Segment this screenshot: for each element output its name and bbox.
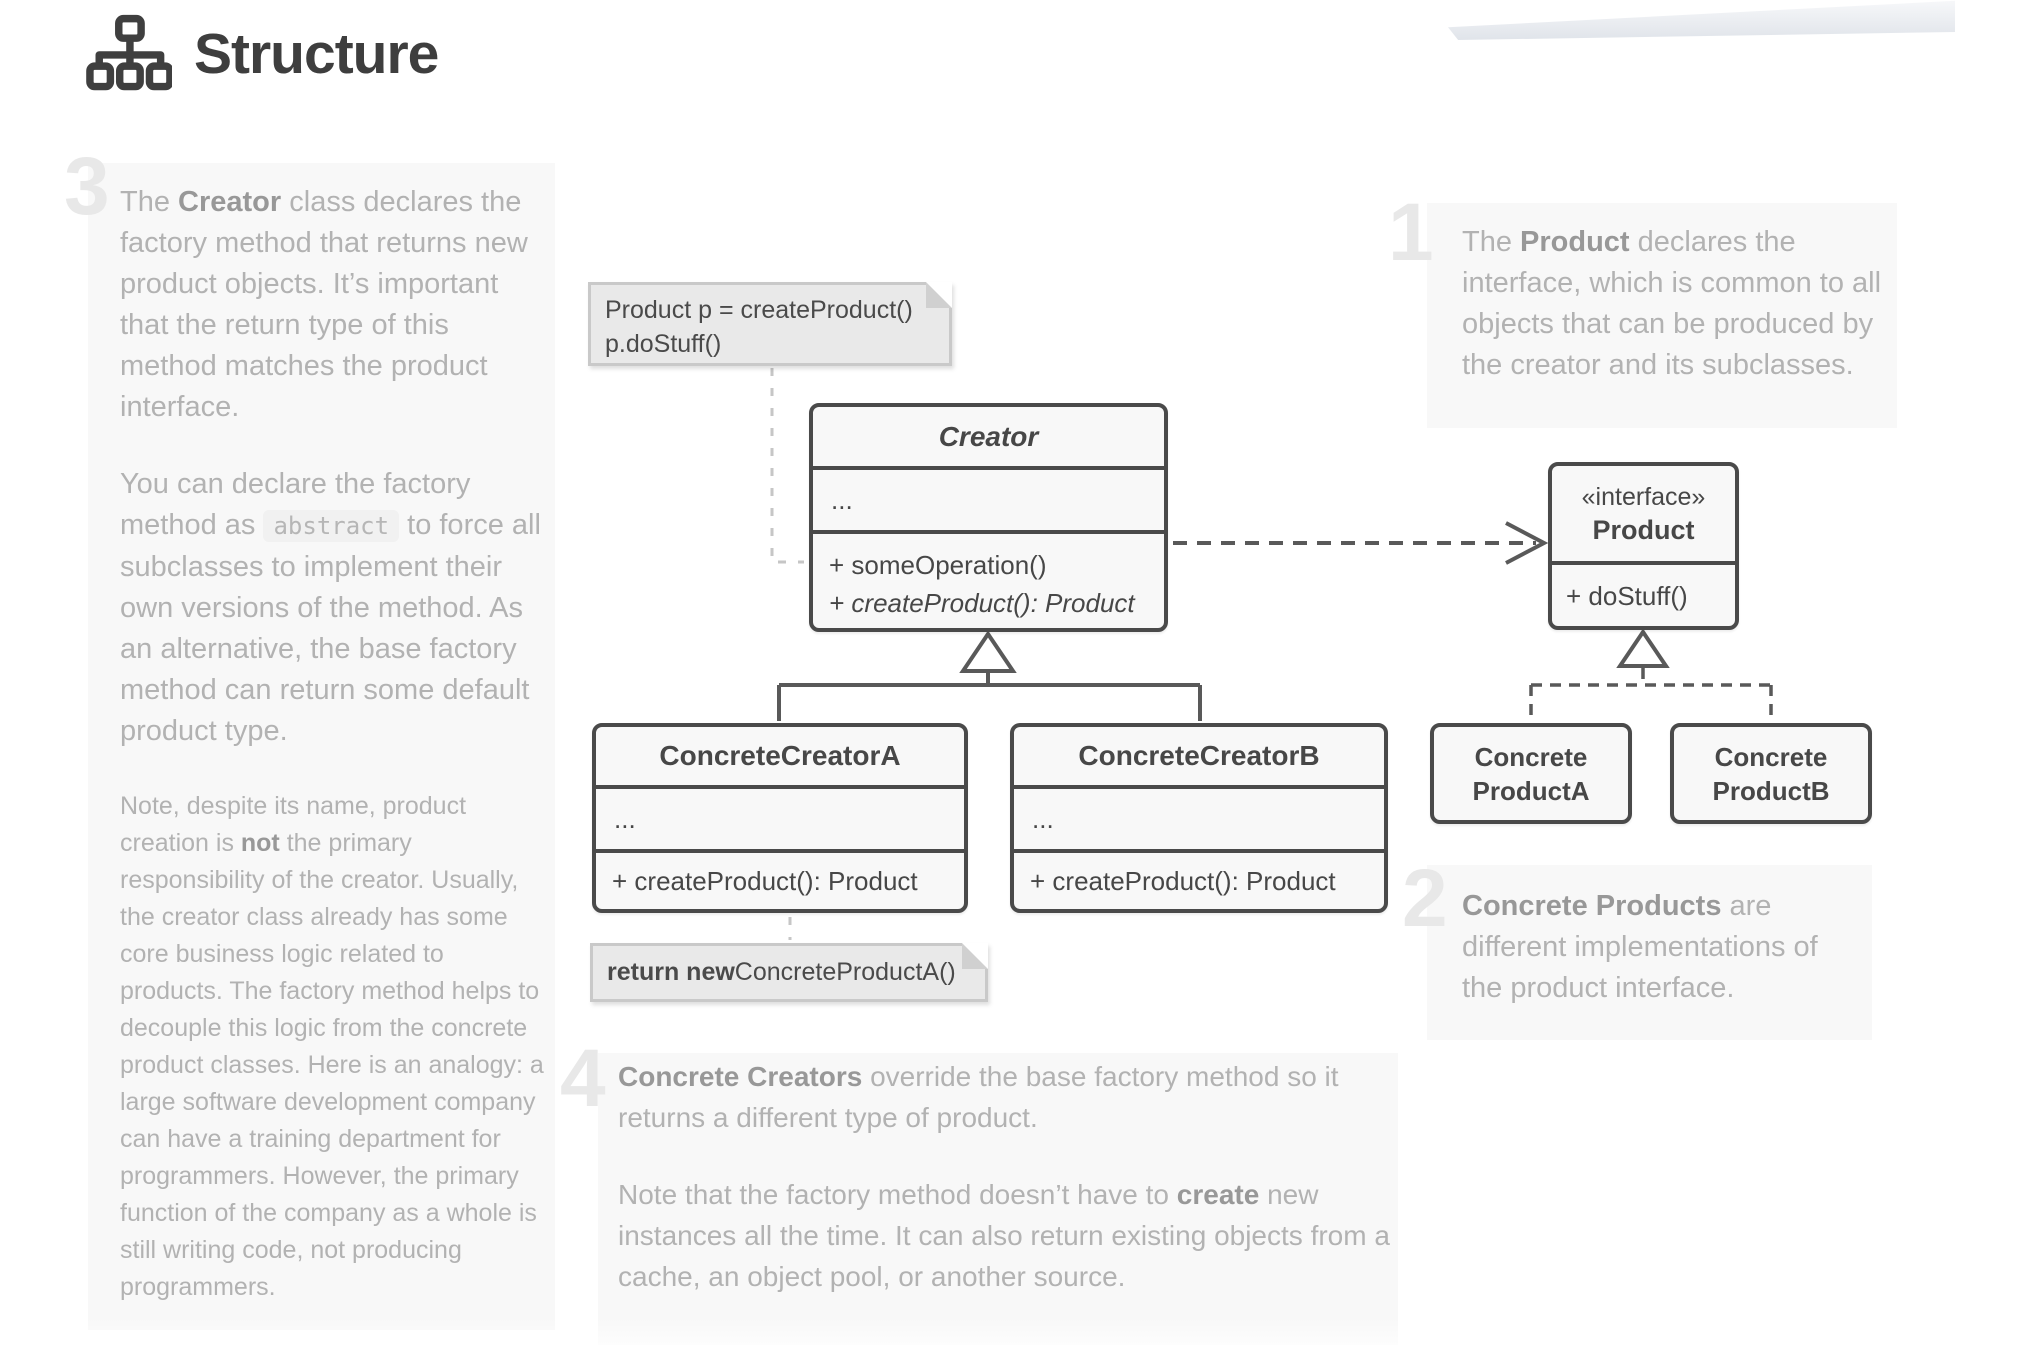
uml-class-concrete-product-a: Concrete ProductA [1430,723,1632,824]
annotation-number-3: 3 [64,141,110,232]
concrete-creator-a-fields: ... [596,785,964,849]
return-code-note: return new ConcreteProductA() [590,943,988,1002]
annotation-number-4: 4 [560,1033,606,1124]
creator-method-someoperation: + someOperation() [829,550,1047,580]
concrete-product-b-line1: Concrete [1714,741,1828,772]
product-title: «interface» Product [1552,466,1735,561]
annotation-text-concrete-creators: Concrete Creators override the base fact… [618,1061,1390,1292]
annotation-text-creator: The Creator class declares the factory m… [120,186,544,1301]
section-header: Structure [86,14,439,94]
creator-product-dependency-arrow [1173,521,1549,565]
bottom-fade [0,1317,2020,1372]
annotation-text-concrete-products: Concrete Products are different implemen… [1462,890,1818,1004]
creator-methods: + someOperation() + createProduct(): Pro… [813,530,1164,628]
concrete-creator-a-name: ConcreteCreatorA [659,740,901,771]
annotation-number-1: 1 [1388,187,1434,278]
uml-class-concrete-creator-b: ConcreteCreatorB ... + createProduct(): … [1010,723,1388,913]
product-method-dostuff: + doStuff() [1552,561,1735,626]
client-code-line-2: p.doStuff() [605,330,722,358]
concrete-creator-b-name: ConcreteCreatorB [1078,740,1320,771]
annotation-number-2: 2 [1402,853,1448,944]
uml-interface-product: «interface» Product + doStuff() [1548,462,1739,630]
uml-class-concrete-product-b: Concrete ProductB [1670,723,1872,824]
creator-class-name: Creator [938,420,1039,452]
creator-fields: ... [813,466,1164,530]
return-expression: ConcreteProductA() [734,958,956,986]
annotation-panel-4 [598,1053,1398,1345]
creator-method-createproduct: + createProduct(): Product [829,588,1135,618]
concrete-creator-b-method: + createProduct(): Product [1014,849,1384,909]
concrete-product-a-line1: Concrete [1474,741,1588,772]
creator-inheritance-connector [777,630,1202,721]
annotation-text-product: The Product declares the interface, whic… [1462,226,1882,381]
client-code-line-1: Product p = createProduct() [605,296,913,324]
product-realization-connector [1529,628,1773,721]
annotation-panel-1 [1427,203,1897,428]
page-curl-decoration [1448,0,1955,40]
product-stereotype: «interface» [1581,482,1706,511]
concrete-product-b-line2: ProductB [1712,775,1830,806]
annotation-panel-2 [1427,865,1872,1040]
uml-class-creator: Creator ... + someOperation() + createPr… [809,403,1168,632]
client-code-note: Product p = createProduct() p.doStuff() [588,282,952,366]
concrete-creator-b-fields: ... [1014,785,1384,849]
concrete-creator-a-method: + createProduct(): Product [596,849,964,909]
uml-class-concrete-creator-a: ConcreteCreatorA ... + createProduct(): … [592,723,968,913]
concrete-product-a-line2: ProductA [1472,775,1590,806]
structure-icon [86,14,172,94]
annotation-panel-3 [88,163,555,1330]
page-title: Structure [194,22,439,86]
client-note-connector [770,368,804,564]
return-keyword: return new [607,958,735,986]
product-interface-name: Product [1592,514,1695,545]
